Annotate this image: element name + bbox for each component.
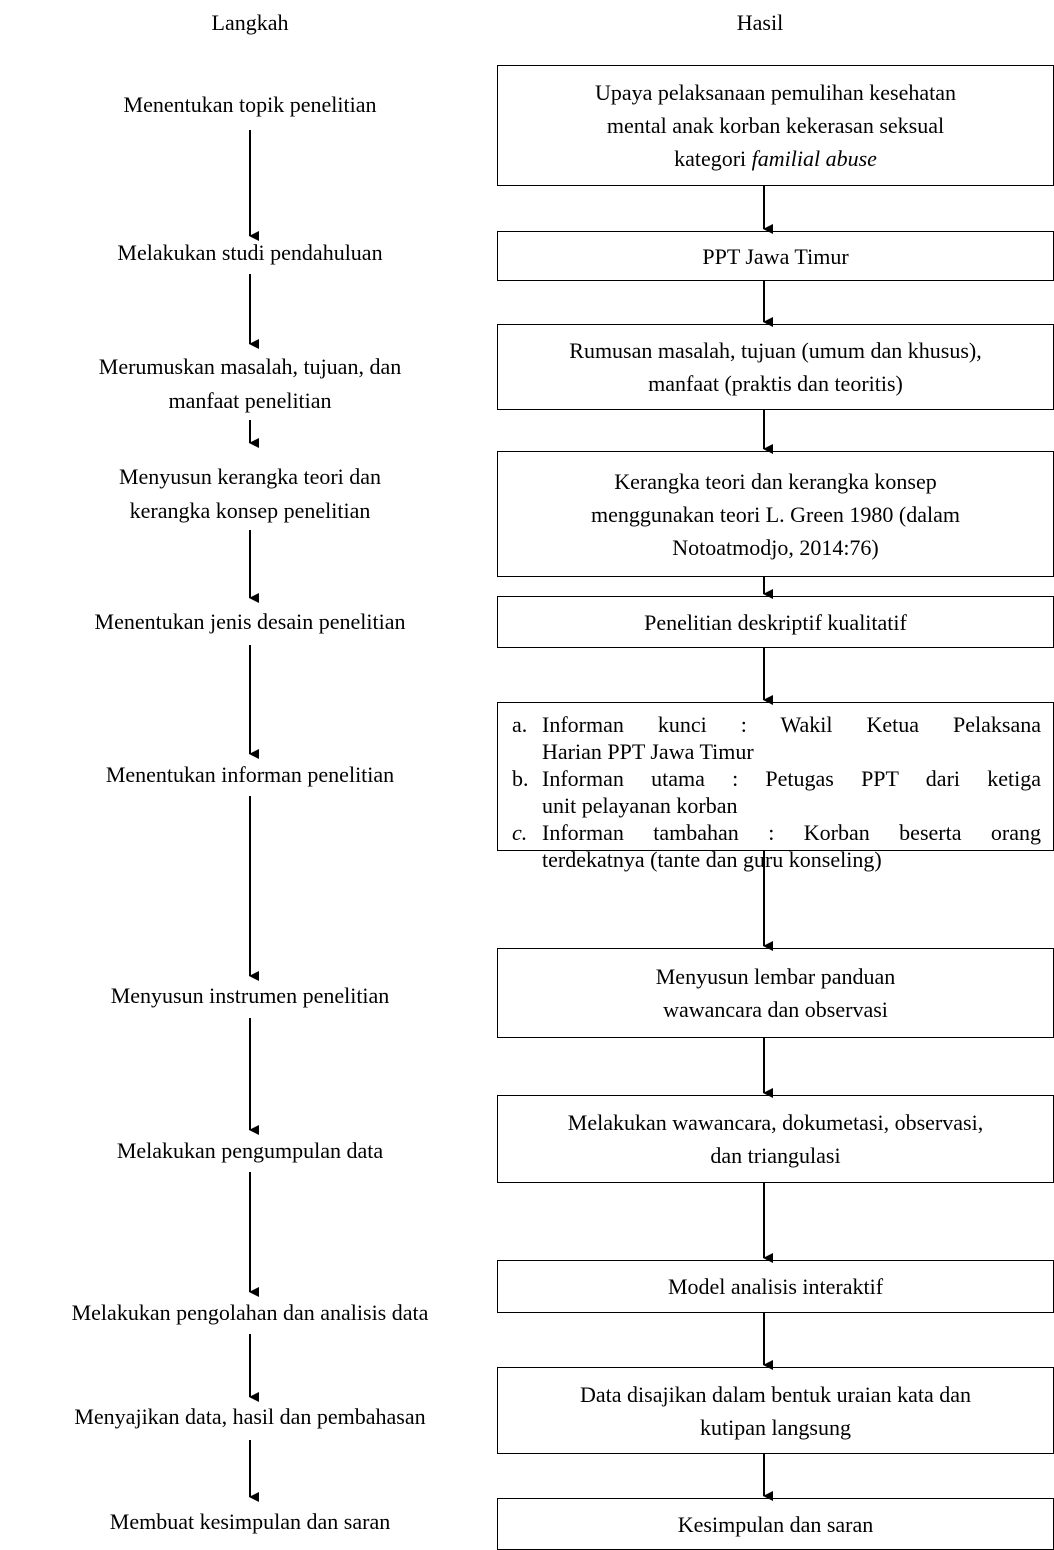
step-topik: Menentukan topik penelitian — [123, 92, 377, 117]
list-text: Informan utama : Petugas PPT dari ketiga… — [542, 765, 1041, 819]
step-pengolahan-analisis: Melakukan pengolahan dan analisis data — [71, 1300, 429, 1325]
result-line: Kesimpulan dan saran — [677, 1511, 874, 1537]
list-marker: b. — [512, 766, 529, 791]
header-langkah: Langkah — [211, 10, 289, 35]
step-pengumpulan-data: Melakukan pengumpulan data — [116, 1138, 384, 1163]
result-line: wawancara dan observasi — [663, 997, 888, 1022]
step-studi-pendahuluan: Melakukan studi pendahuluan — [117, 240, 383, 265]
result-line: mental anak korban kekerasan seksual — [606, 113, 945, 138]
result-line: manfaat (praktis dan teoritis) — [648, 371, 903, 396]
result-line: menggunakan teori L. Green 1980 (dalam — [591, 501, 960, 527]
result-box-ppt: PPT Jawa Timur — [497, 231, 1054, 281]
result-line: Model analisis interaktif — [667, 1274, 884, 1299]
list-line: terdekatnya (tante dan guru konseling) — [542, 847, 882, 872]
result-italic-text: familial abuse — [751, 146, 877, 171]
result-line: Melakukan wawancara, dokumetasi, observa… — [567, 1110, 984, 1135]
result-line: Kerangka teori dan kerangka konsep — [614, 468, 937, 494]
informan-item-a: a. Informan kunci : Wakil Ketua Pelaksan… — [512, 711, 1041, 765]
result-line: Upaya pelaksanaan pemulihan kesehatan — [594, 80, 956, 105]
step-informan: Menentukan informan penelitian — [105, 762, 395, 787]
result-line: PPT Jawa Timur — [702, 243, 849, 269]
result-line: Penelitian deskriptif kualitatif — [644, 609, 907, 635]
result-box-kerangka: Kerangka teori dan kerangka konsep mengg… — [497, 451, 1054, 577]
step-label-line: Menyusun kerangka teori dan — [118, 464, 382, 489]
result-box-informan: a. Informan kunci : Wakil Ketua Pelaksan… — [497, 702, 1054, 872]
list-line: Informan kunci : Wakil Ketua Pelaksana — [542, 712, 1041, 737]
result-line: dan triangulasi — [710, 1143, 841, 1168]
list-line: Harian PPT Jawa Timur — [542, 739, 754, 764]
list-text: Informan kunci : Wakil Ketua Pelaksana H… — [542, 711, 1041, 765]
list-text: Informan tambahan : Korban beserta orang… — [542, 819, 1041, 873]
step-kesimpulan: Membuat kesimpulan dan saran — [109, 1509, 391, 1534]
result-box-pengumpulan: Melakukan wawancara, dokumetasi, observa… — [497, 1095, 1054, 1183]
result-box-instrumen: Menyusun lembar panduan wawancara dan ob… — [497, 948, 1054, 1038]
result-line: kategori familial abuse — [508, 142, 1043, 175]
result-box-penyajian: Data disajikan dalam bentuk uraian kata … — [497, 1367, 1054, 1454]
result-box-topik: Upaya pelaksanaan pemulihan kesehatan me… — [497, 65, 1054, 186]
step-menyajikan-data: Menyajikan data, hasil dan pembahasan — [74, 1404, 426, 1429]
step-merumuskan-masalah: Merumuskan masalah, tujuan, dan manfaat … — [0, 350, 500, 418]
step-label-line: Merumuskan masalah, tujuan, dan — [98, 354, 402, 379]
informan-item-b: b. Informan utama : Petugas PPT dari ket… — [512, 765, 1041, 819]
list-line: unit pelayanan korban — [542, 793, 738, 818]
list-marker: a. — [512, 712, 528, 737]
step-label-line: kerangka konsep penelitian — [129, 498, 371, 523]
step-jenis-desain: Menentukan jenis desain penelitian — [94, 609, 406, 634]
result-text: kategori — [674, 146, 752, 171]
header-hasil: Hasil — [736, 10, 784, 35]
list-line: Informan tambahan : Korban beserta orang — [542, 820, 1041, 845]
result-line: Notoatmodjo, 2014:76) — [672, 534, 879, 560]
result-box-analisis: Model analisis interaktif — [497, 1260, 1054, 1313]
result-box-rumusan: Rumusan masalah, tujuan (umum dan khusus… — [497, 324, 1054, 410]
step-kerangka-teori: Menyusun kerangka teori dan kerangka kon… — [0, 460, 500, 528]
step-instrumen: Menyusun instrumen penelitian — [110, 983, 390, 1008]
result-line: kutipan langsung — [700, 1414, 851, 1440]
step-label-line: manfaat penelitian — [168, 388, 332, 413]
result-line: Menyusun lembar panduan — [655, 964, 896, 989]
result-box-desain: Penelitian deskriptif kualitatif — [497, 596, 1054, 648]
informan-item-c: c. Informan tambahan : Korban beserta or… — [512, 819, 1041, 873]
result-line: Rumusan masalah, tujuan (umum dan khusus… — [569, 338, 982, 363]
list-line: Informan utama : Petugas PPT dari ketiga — [542, 766, 1041, 791]
list-marker: c. — [512, 820, 528, 845]
result-line: Data disajikan dalam bentuk uraian kata … — [580, 1381, 971, 1407]
